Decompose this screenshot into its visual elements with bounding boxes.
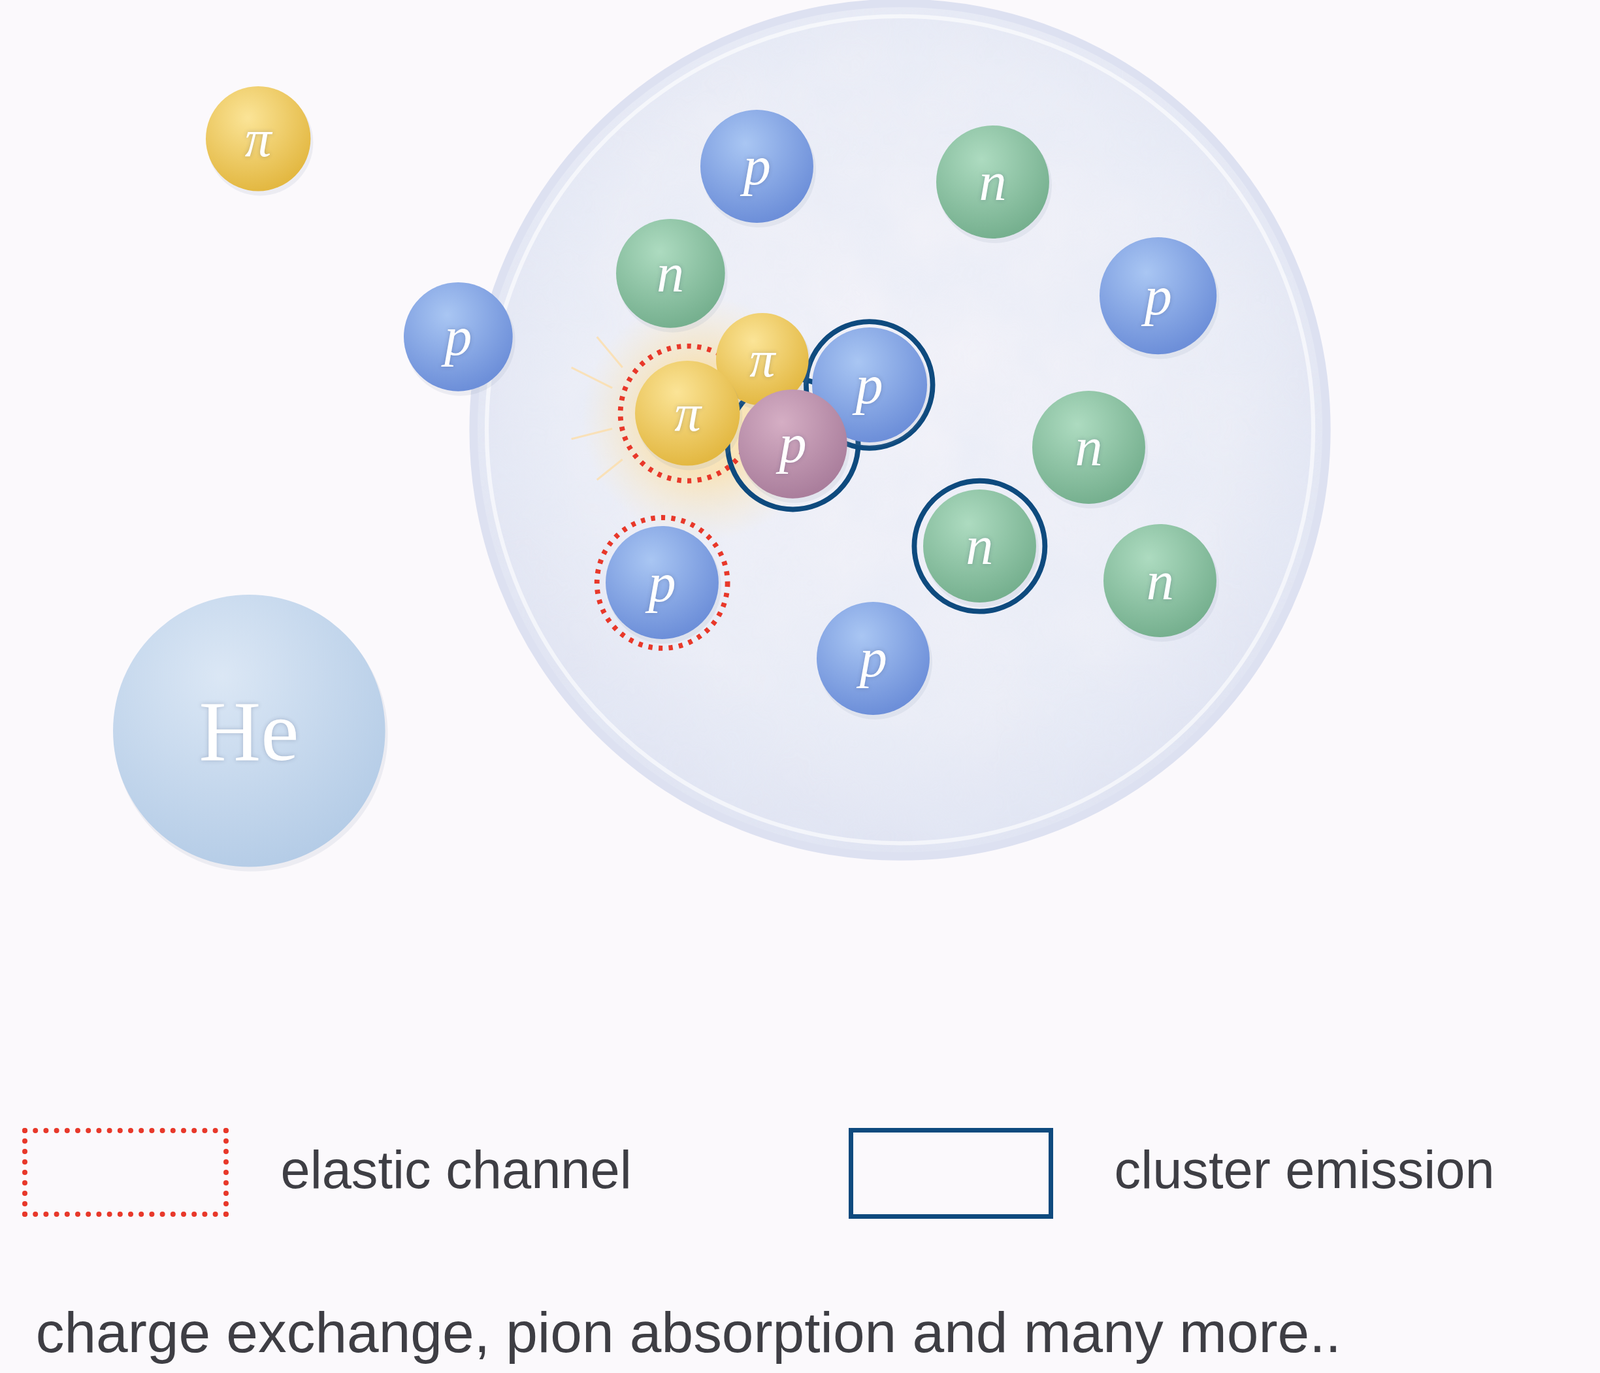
- particle-body: [616, 218, 726, 328]
- particle-label: p: [743, 138, 771, 194]
- particle-label: π: [674, 386, 702, 440]
- legend-label: elastic channel: [280, 1140, 632, 1199]
- particle-label: n: [965, 518, 994, 573]
- particle-label: p: [855, 357, 884, 413]
- particle-body: [113, 594, 386, 867]
- particle-body: [1103, 523, 1217, 637]
- particle-ball: p: [699, 109, 815, 224]
- legend-swatch: [848, 1127, 1053, 1219]
- particle-body: [816, 601, 930, 715]
- particle-ball: π: [205, 85, 311, 192]
- particle-body: [923, 489, 1037, 603]
- nucleus-rim: [486, 16, 1314, 843]
- particle-ball: n: [1102, 523, 1218, 638]
- particle-label: n: [979, 154, 1007, 210]
- particle-ball: p: [1098, 236, 1218, 355]
- particle-ball: n: [935, 124, 1050, 240]
- particle-label: n: [656, 245, 685, 301]
- nucleus-texture: [469, 0, 1337, 863]
- particle-body: [1099, 237, 1217, 355]
- note-text: charge exchange, pion absorption and man…: [35, 1300, 1342, 1364]
- particle-body: [738, 389, 848, 499]
- helium-sphere: He: [112, 593, 387, 868]
- particle-label: p: [859, 630, 888, 686]
- particle-ball: p: [816, 601, 931, 716]
- particle-body: [1032, 390, 1146, 504]
- particle-body: [403, 282, 513, 392]
- particle-ball: n: [1031, 390, 1146, 505]
- particle-ball: p: [403, 281, 514, 392]
- particle-ball: n: [922, 488, 1037, 604]
- particle-label: p: [444, 309, 472, 364]
- particle-label: p: [778, 416, 807, 472]
- particle-label: p: [1144, 268, 1173, 324]
- legend-label: cluster emission: [1114, 1140, 1495, 1199]
- elastic-marker: [597, 517, 728, 649]
- particle-ball: n: [615, 218, 726, 329]
- particle-label: n: [1074, 419, 1103, 475]
- nucleus-rim: [473, 3, 1327, 857]
- particle-ball: p: [737, 388, 849, 500]
- particle-label: p: [648, 555, 677, 611]
- particle-label: He: [199, 687, 300, 774]
- particle-body: [605, 525, 719, 639]
- particle-ball: π: [634, 359, 741, 466]
- cluster-marker: [914, 480, 1045, 612]
- particle-ball: p: [604, 525, 720, 640]
- particle-label: n: [1146, 553, 1175, 609]
- legend-swatch: [22, 1127, 229, 1217]
- particle-label: π: [749, 333, 775, 385]
- particle-label: π: [244, 112, 272, 166]
- particle-body: [700, 109, 814, 223]
- collision-glow: [581, 295, 827, 541]
- particle-body: [205, 86, 311, 191]
- collision-rays: [571, 336, 623, 480]
- particle-body: [936, 125, 1050, 239]
- particle-body: [635, 360, 740, 466]
